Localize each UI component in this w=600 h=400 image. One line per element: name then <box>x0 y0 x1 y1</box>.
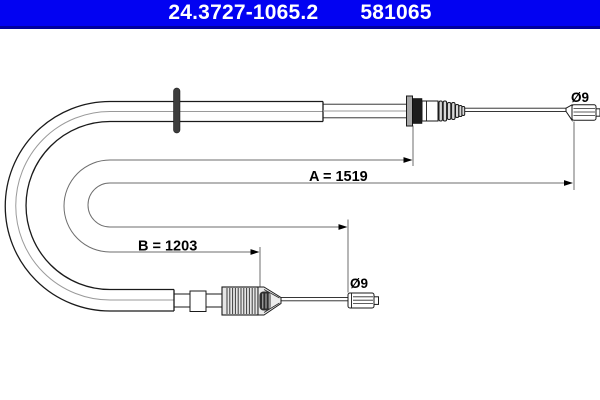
cone-fitting <box>257 286 282 316</box>
cable-end-bottom <box>347 292 379 309</box>
dimension-b-label: B = 1203 <box>138 239 197 255</box>
diameter-label-bottom: Ø9 <box>350 276 368 291</box>
bottom-housing-sections <box>174 290 222 312</box>
dimension-a <box>87 121 575 293</box>
adjuster-spring <box>438 100 466 122</box>
housing-clamp <box>173 87 181 134</box>
grommet-cylinder <box>221 286 259 316</box>
part-number: 24.3727-1065.2 <box>168 1 319 24</box>
cable-end-top <box>565 103 600 122</box>
diameter-label-top: Ø9 <box>571 90 589 105</box>
title-bar: 24.3727-1065.2 581065 <box>0 0 600 29</box>
cable-housing <box>4 100 406 312</box>
dimension-a-label: A = 1519 <box>309 169 368 185</box>
reference-number: 581065 <box>360 1 432 24</box>
cable-diagram: A = 1519 B = 1203 Ø9 Ø9 <box>4 87 600 316</box>
inner-cable-top <box>465 107 566 112</box>
inner-cable-bottom <box>281 297 348 302</box>
dimension-b <box>63 125 414 287</box>
mounting-bracket <box>406 95 439 127</box>
